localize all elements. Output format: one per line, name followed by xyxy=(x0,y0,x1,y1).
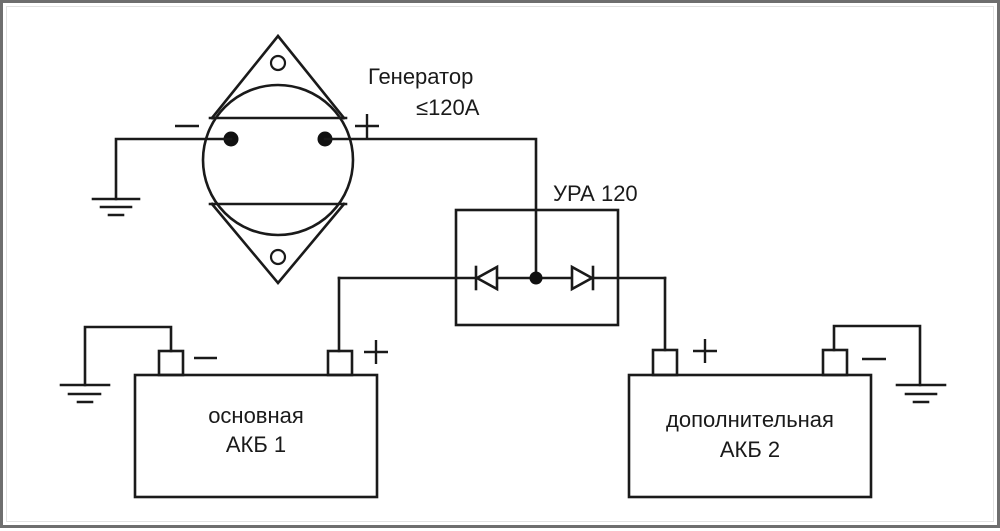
wire-generator-to-ground xyxy=(114,137,233,201)
generator-title: Генератор xyxy=(368,64,473,89)
diode-right-icon xyxy=(570,264,595,292)
battery-aux-line1: дополнительная xyxy=(666,407,834,432)
wire-battery-aux-to-ground xyxy=(832,324,922,387)
mount-hole-top-icon xyxy=(269,54,287,72)
generator-rating: ≤120A xyxy=(416,95,480,120)
ground-icon xyxy=(91,197,141,217)
battery-aux-plus-icon xyxy=(693,339,717,363)
schematic-canvas: Генератор ≤120A УРА 120 xyxy=(59,33,947,499)
isolator-label: УРА 120 xyxy=(553,181,638,206)
ground-icon xyxy=(895,383,947,404)
battery-main-plus-icon xyxy=(364,340,388,364)
battery-main-terminal-positive xyxy=(326,349,354,377)
battery-main-line1: основная xyxy=(208,403,304,428)
battery-aux-terminal-negative xyxy=(821,348,849,377)
battery-main-body xyxy=(133,373,379,499)
isolator: УРА 120 xyxy=(337,181,667,327)
battery-main: основная АКБ 1 xyxy=(133,340,388,499)
generator-plus-icon xyxy=(355,114,379,138)
mount-hole-bottom-icon xyxy=(269,248,287,266)
wire-generator-to-isolator xyxy=(323,137,538,280)
generator-mount-bottom xyxy=(210,202,346,286)
generator: Генератор ≤120A xyxy=(175,33,480,286)
battery-main-line2: АКБ 1 xyxy=(226,432,286,457)
isolator-box xyxy=(454,208,620,327)
diode-left-icon xyxy=(474,264,499,292)
battery-aux: дополнительная АКБ 2 xyxy=(627,339,886,499)
battery-main-terminal-negative xyxy=(157,349,185,377)
battery-aux-line2: АКБ 2 xyxy=(720,437,780,462)
wire-battery-main-to-ground xyxy=(83,325,173,387)
generator-body xyxy=(201,83,355,237)
ground-icon xyxy=(59,383,111,404)
battery-aux-terminal-positive xyxy=(651,348,679,377)
isolator-junction xyxy=(529,271,543,285)
generator-mount-top xyxy=(210,33,346,120)
battery-aux-body xyxy=(627,373,873,499)
